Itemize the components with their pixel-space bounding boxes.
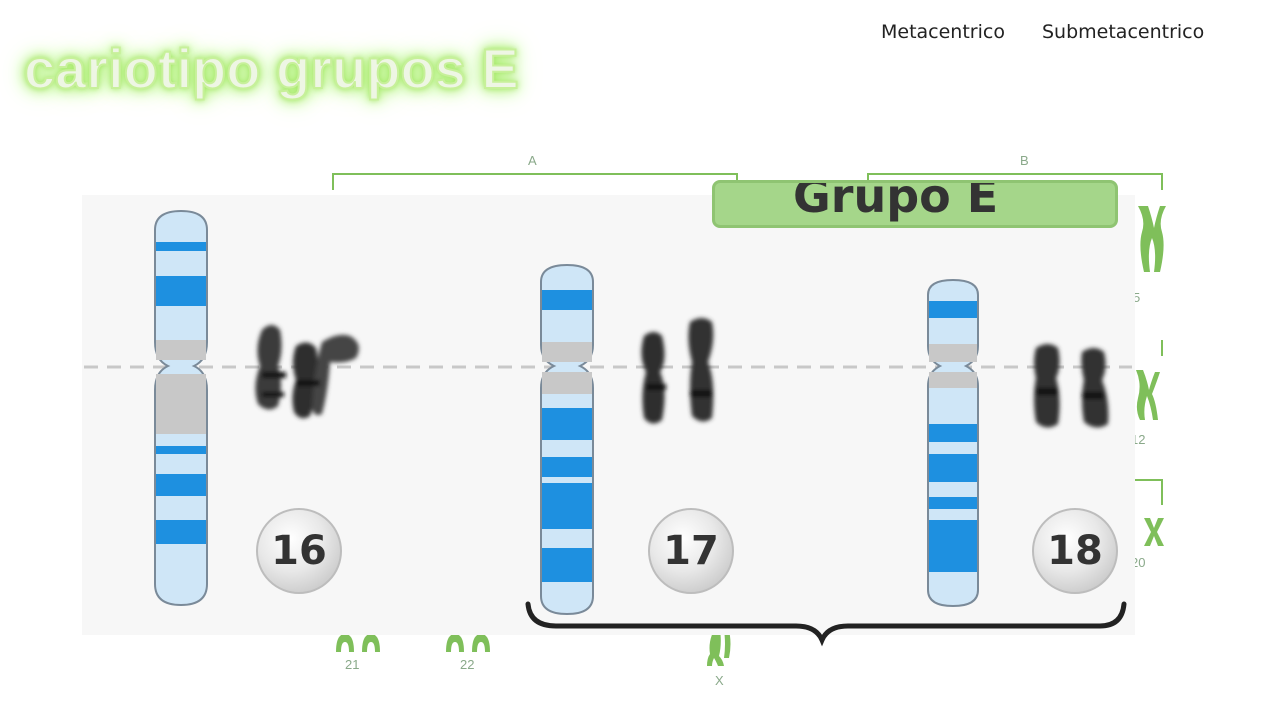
chromosome-18-ideogram bbox=[927, 278, 979, 608]
bottom-label-x: X bbox=[715, 673, 724, 688]
bracket-a-label: A bbox=[528, 153, 537, 168]
side-chromosome-shapes bbox=[1136, 206, 1166, 546]
group-banner-text: Grupo E bbox=[793, 180, 999, 223]
chromosome-x-shape bbox=[707, 630, 731, 666]
bottom-label-21: 21 bbox=[345, 657, 360, 672]
chromosome-22-pair bbox=[446, 634, 490, 652]
chromosome-21-pair bbox=[336, 634, 380, 652]
side-chromosome-3 bbox=[1144, 518, 1164, 546]
karyogram-pair-18 bbox=[1034, 344, 1109, 428]
side-label-5: 5 bbox=[1133, 290, 1141, 305]
chromosome-16-number: 16 bbox=[256, 508, 342, 594]
karyogram-pair-16 bbox=[255, 325, 359, 419]
bottom-chromosome-shapes bbox=[336, 630, 731, 666]
chromosome-16-ideogram bbox=[154, 209, 208, 607]
group-banner: Grupo E bbox=[712, 180, 1118, 228]
grouping-brace bbox=[525, 601, 1127, 647]
chromosome-17-ideogram bbox=[540, 263, 594, 616]
metacentric-label: Metacentrico bbox=[881, 21, 1005, 43]
side-chromosome-1 bbox=[1138, 206, 1166, 272]
slide-title: cariotipo grupos E bbox=[23, 36, 520, 101]
submetacentric-label: Submetacentrico bbox=[1042, 21, 1205, 43]
chromosome-17-number: 17 bbox=[648, 508, 734, 594]
side-chromosome-2 bbox=[1136, 370, 1160, 420]
bracket-b-label: B bbox=[1020, 153, 1029, 168]
bottom-label-22: 22 bbox=[460, 657, 475, 672]
karyogram-pair-17 bbox=[641, 318, 714, 424]
chromosome-18-number: 18 bbox=[1032, 508, 1118, 594]
